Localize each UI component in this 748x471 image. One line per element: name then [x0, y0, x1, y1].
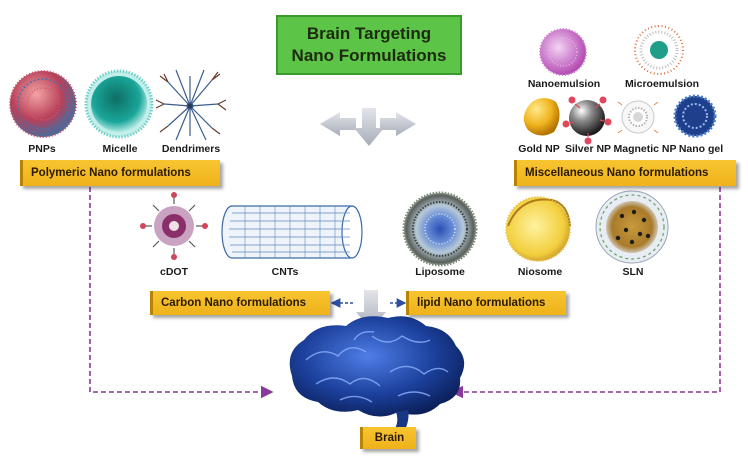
nanoemulsion-icon	[539, 28, 587, 76]
label-cnts: CNTs	[271, 266, 299, 278]
banner-polymeric: Polymeric Nano formulations	[20, 160, 220, 186]
brain-icon	[289, 316, 465, 432]
nano-gel-icon	[673, 94, 717, 138]
niosome-icon	[505, 196, 571, 262]
label-brain: Brain	[360, 427, 416, 449]
label-liposome: Liposome	[415, 266, 465, 278]
label-niosome: Niosome	[517, 266, 563, 278]
label-nano-gel: Nano gel	[678, 143, 724, 155]
title-line-1: Brain Targeting	[306, 24, 432, 43]
label-nanoemulsion: Nanoemulsion	[527, 78, 601, 90]
label-micelle: Micelle	[102, 143, 138, 155]
microemulsion-icon	[634, 25, 684, 75]
label-dendrimers: Dendrimers	[161, 143, 221, 155]
liposome-icon	[402, 191, 478, 267]
cnt-icon	[221, 205, 363, 259]
label-microemulsion: Microemulsion	[624, 78, 700, 90]
magnetic-np-icon	[617, 100, 659, 134]
banner-carbon: Carbon Nano formulations	[150, 291, 330, 315]
label-silver-np: Silver NP	[564, 143, 612, 155]
arrow-right-icon	[380, 112, 416, 136]
label-gold-np: Gold NP	[518, 143, 560, 155]
pnp-icon	[9, 70, 77, 138]
dashed-arrow-polymeric-to-brain	[89, 187, 274, 399]
label-pnps: PNPs	[28, 143, 56, 155]
gold-np-icon	[523, 98, 560, 136]
banner-miscellaneous: Miscellaneous Nano formulations	[514, 160, 736, 186]
micelle-icon	[84, 69, 154, 139]
sln-icon	[595, 190, 669, 264]
title-line-2: Nano Formulations	[291, 46, 447, 65]
label-sln: SLN	[622, 266, 644, 278]
banner-lipid: lipid Nano formulations	[406, 291, 566, 315]
arrow-left-icon	[320, 112, 356, 136]
label-cdot: cDOT	[159, 266, 188, 278]
arrow-down-icon	[354, 108, 384, 146]
silver-np-icon	[562, 96, 612, 145]
dashed-arrow-misc-to-brain	[450, 187, 721, 399]
label-magnetic-np: Magnetic NP	[613, 143, 677, 155]
cdot-icon	[140, 192, 208, 260]
title-box: Brain Targeting Nano Formulations	[276, 15, 462, 75]
dendrimer-icon	[155, 69, 227, 141]
top-arrows	[320, 108, 416, 146]
